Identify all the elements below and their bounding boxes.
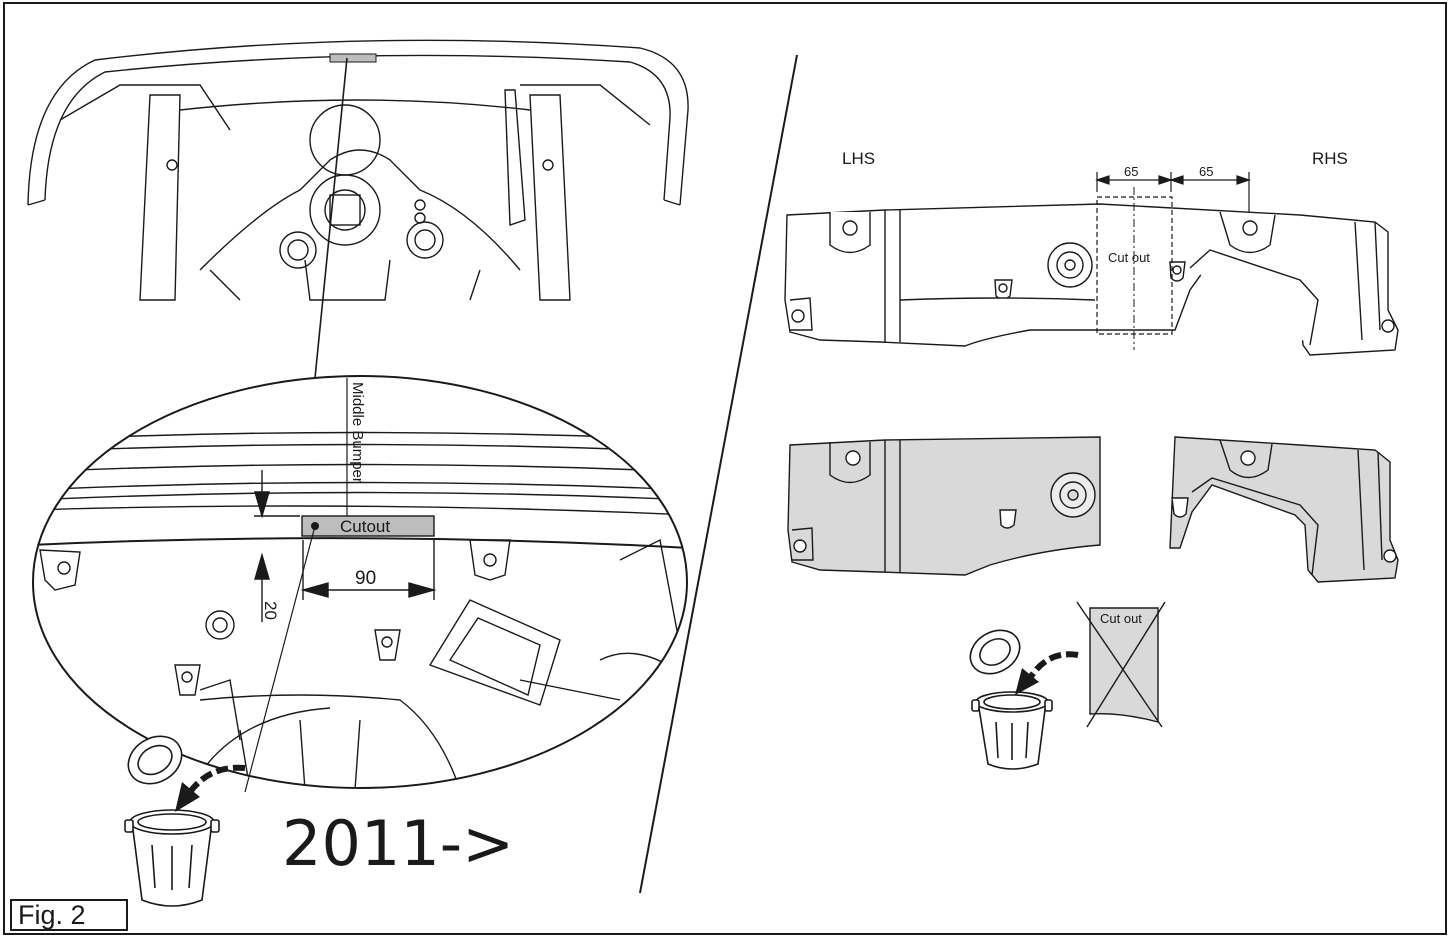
middle-bumper-label: Middle Bumper <box>349 382 366 483</box>
bumper-panel-rhs-piece <box>1169 436 1399 583</box>
discarded-cutout-label: Cut out <box>1100 611 1142 626</box>
cutout-marker-overview <box>329 53 377 63</box>
discarded-cutout-piece <box>1076 601 1166 728</box>
rhs-label: RHS <box>1312 149 1348 168</box>
bin-leader-line <box>244 525 316 793</box>
discard-arrow-right <box>1027 651 1079 680</box>
panel-cutout-label: Cut out <box>1108 250 1150 265</box>
bumper-panel-full <box>784 203 1399 356</box>
dim-20-label: 20 <box>261 601 280 620</box>
divider-line <box>639 54 798 894</box>
dim-90-label: 90 <box>355 568 376 589</box>
cutout-area <box>301 515 435 537</box>
figure-label: Fig. 2 <box>10 899 128 931</box>
dim-65-left-label: 65 <box>1124 164 1138 179</box>
page-border <box>3 2 1447 935</box>
dimension-65-65 <box>1095 172 1251 215</box>
bumper-panel-lhs-piece <box>787 436 1101 576</box>
vehicle-rear-overview <box>27 39 689 301</box>
trash-bin-right-icon <box>969 629 1053 770</box>
dimension-20 <box>254 470 300 622</box>
dimension-90 <box>300 540 437 600</box>
discard-arrowhead-right <box>1015 668 1039 695</box>
dim-65-right-label: 65 <box>1199 164 1213 179</box>
trash-bin-icon <box>124 735 220 907</box>
cutout-label: Cutout <box>340 517 390 536</box>
lhs-label: LHS <box>842 149 875 168</box>
model-year-label: 2011-> <box>282 807 515 880</box>
discard-arrow <box>187 764 246 794</box>
discard-arrowhead <box>175 782 200 812</box>
leader-line <box>314 57 348 379</box>
